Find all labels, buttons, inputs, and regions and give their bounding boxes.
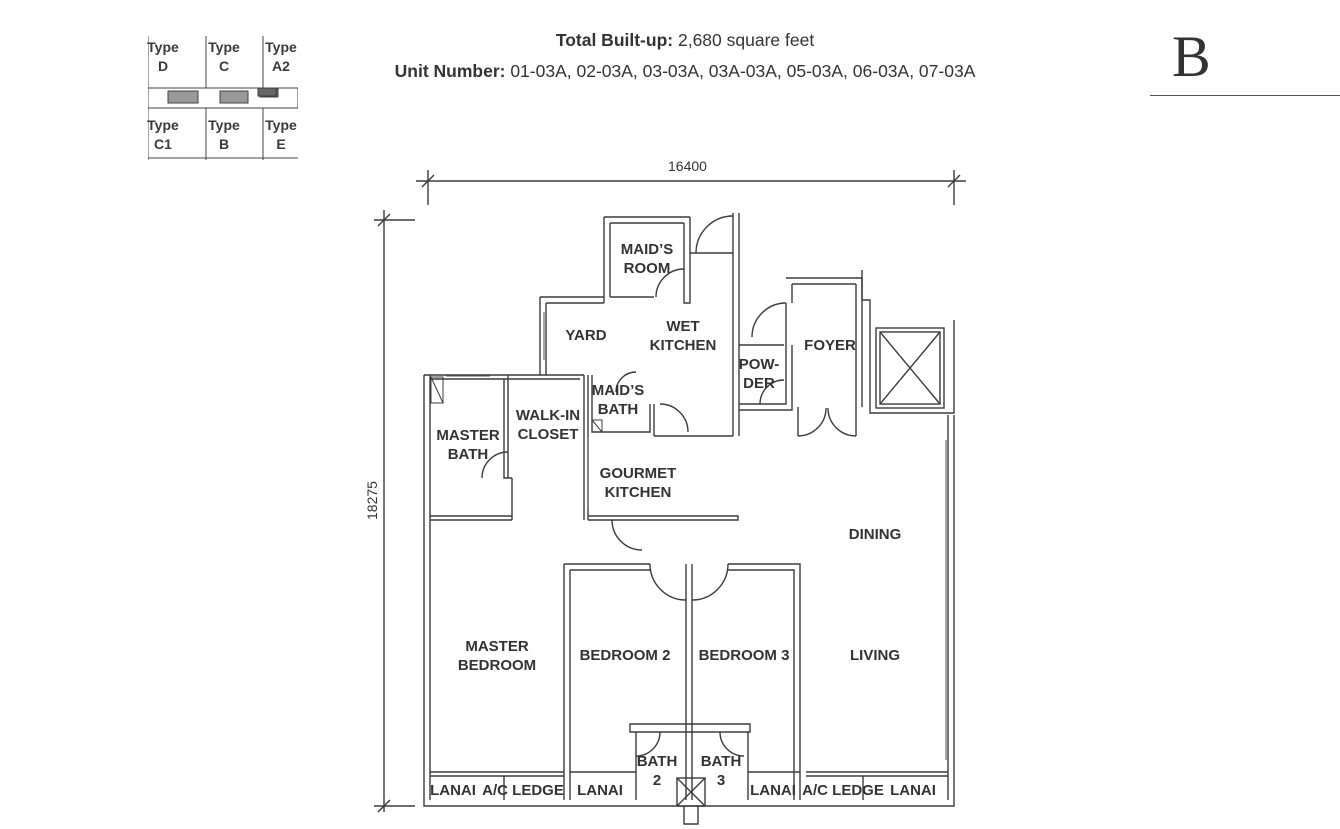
unit-number-label: Unit Number: <box>394 61 506 81</box>
height-dimension: 18275 <box>364 481 380 520</box>
built-up-value: 2,680 square feet <box>677 30 815 50</box>
room-lanai-1: LANAI <box>430 782 476 799</box>
room-dining: DINING <box>848 526 902 543</box>
room-bedroom-2: BEDROOM 2 <box>579 647 671 664</box>
room-powder: POW-DER <box>738 356 780 392</box>
unit-number-line: Unit Number: 01-03A, 02-03A, 03-03A, 03A… <box>380 61 990 82</box>
room-yard: YARD <box>565 327 607 344</box>
room-ac-ledge-2: A/C LEDGE <box>802 782 884 799</box>
room-lanai-3: LANAI <box>750 782 796 799</box>
width-dimension: 16400 <box>668 158 707 174</box>
room-bedroom-3: BEDROOM 3 <box>698 647 790 664</box>
type-letter: B <box>1172 24 1211 89</box>
room-ac-ledge-1: A/C LEDGE <box>482 782 564 799</box>
unit-number-value: 01-03A, 02-03A, 03-03A, 03A-03A, 05-03A,… <box>510 61 976 81</box>
type-letter-rule <box>1150 95 1340 96</box>
room-living: LIVING <box>849 647 901 664</box>
room-lanai-2: LANAI <box>577 782 623 799</box>
room-foyer: FOYER <box>804 337 856 354</box>
room-lanai-4: LANAI <box>890 782 936 799</box>
built-up-label: Total Built-up: <box>555 30 674 50</box>
built-up-line: Total Built-up: 2,680 square feet <box>380 30 990 51</box>
